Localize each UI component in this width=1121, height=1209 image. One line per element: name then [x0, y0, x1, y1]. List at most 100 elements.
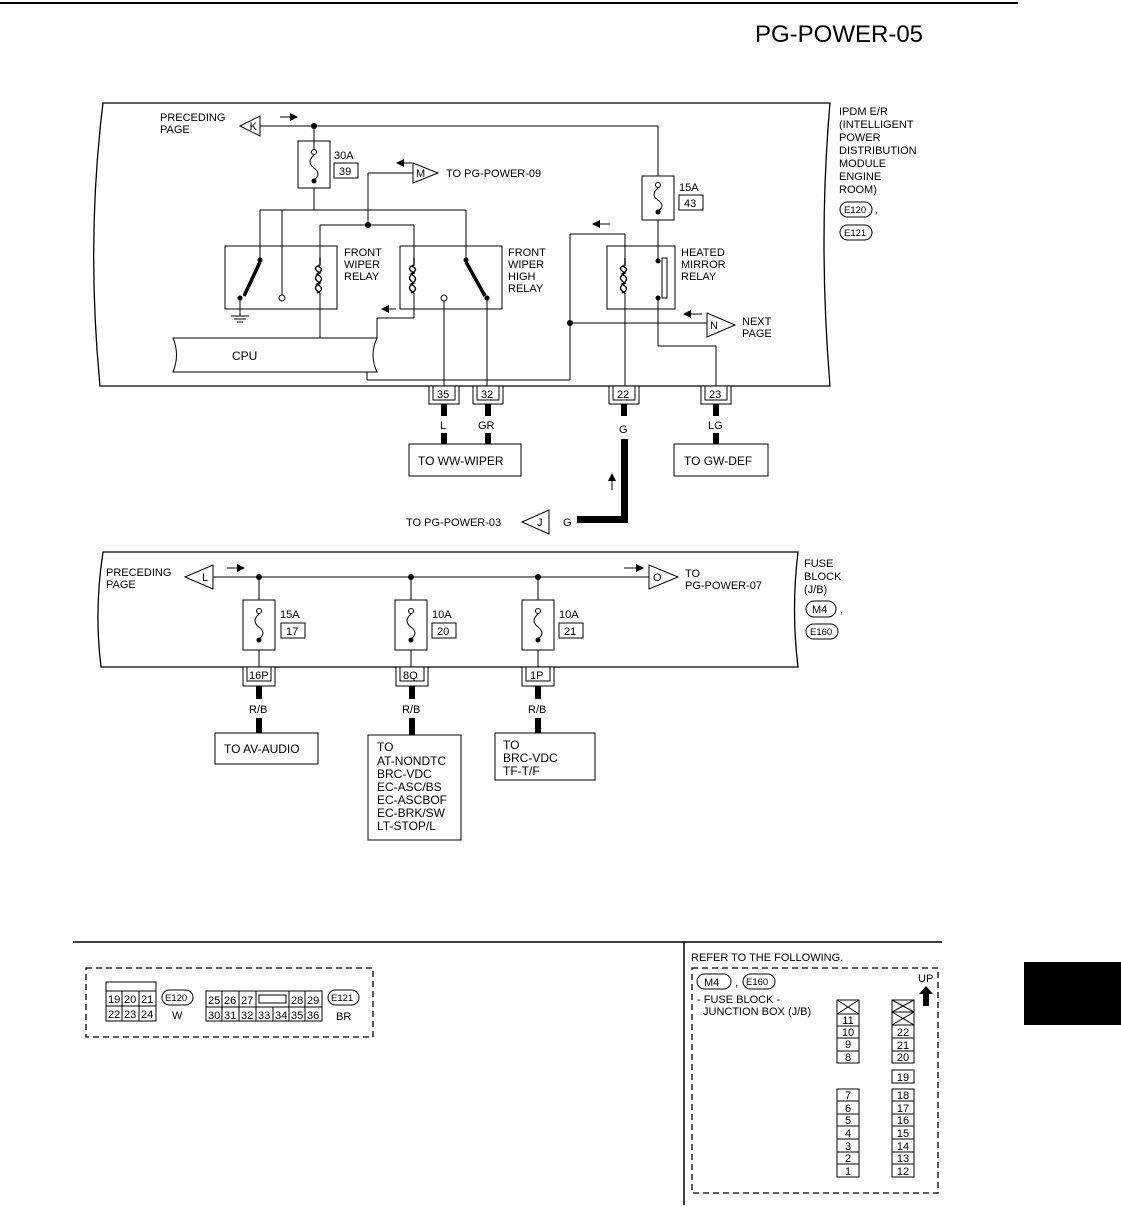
up-label: UP [918, 973, 933, 985]
connector-id: E160 [746, 977, 768, 988]
ipdm-label-line: ENGINE [839, 171, 881, 183]
dest-label: TO [503, 738, 519, 752]
fuse-block-right-column: 22 21 20 19 18 17 16 15 14 13 12 [891, 999, 915, 1178]
connector-e121: 25 26 27 28 29 30 31 32 33 34 35 36 E121… [205, 989, 360, 1023]
preceding-page-label: PAGE [106, 579, 136, 591]
cell-number: 19 [897, 1072, 909, 1084]
cell-number: 6 [845, 1103, 851, 1115]
up-arrow-icon [919, 986, 933, 1006]
connector-id: E120 [844, 205, 866, 216]
section-tab [1024, 962, 1121, 1025]
heated-mirror-relay [606, 245, 676, 310]
terminal-32: 32 GR [472, 385, 504, 444]
ipdm-label-line: MODULE [839, 158, 886, 170]
terminal-pin: 35 [437, 389, 449, 401]
to-pg-power-07: PG-POWER-07 [685, 580, 762, 592]
fuse-number: 43 [684, 198, 696, 210]
relay-label: HEATED [681, 247, 725, 259]
fuse-rating: 15A [280, 609, 300, 621]
relay-label: RELAY [508, 283, 544, 295]
svg-text:,: , [735, 977, 738, 989]
fuse-block-outline [97, 551, 799, 668]
connector-id: E160 [810, 627, 832, 638]
reference-panel: REFER TO THE FOLLOWING. M4 , E160 UP - F… [691, 952, 939, 1194]
fuse-rating: 10A [559, 609, 579, 621]
relay-label: HIGH [508, 271, 536, 283]
pin-number: 24 [141, 1009, 153, 1021]
connector-color: BR [336, 1011, 351, 1023]
cell-number: 10 [842, 1027, 854, 1039]
wire-color: L [440, 420, 446, 432]
dest-8q-list [367, 734, 462, 841]
svg-text:,: , [840, 604, 843, 616]
terminal-pin: 1P [530, 670, 543, 682]
terminal-35: 35 L [428, 385, 460, 444]
fuse-block: FUSE BLOCK (J/B) M4 , E160 PRECEDING PAG… [97, 551, 843, 841]
pin-number: 32 [241, 1010, 253, 1022]
connector-letter: K [250, 121, 258, 133]
cell-number: 14 [897, 1141, 909, 1153]
page-id: PG-POWER-05 [755, 21, 923, 48]
connector-id: M4 [704, 977, 719, 989]
ipdm-label-line: DISTRIBUTION [839, 145, 917, 157]
dest-label: BRC-VDC [377, 767, 432, 781]
cell-number: 17 [897, 1103, 909, 1115]
fuse-number: 20 [437, 626, 449, 638]
cell-number: 2 [845, 1153, 851, 1165]
terminal-8q: 8Q R/B [395, 666, 429, 735]
preceding-page-label: PAGE [160, 124, 190, 136]
dest-gw-def [673, 443, 769, 477]
connector-oval [839, 201, 873, 218]
pin-number: 33 [258, 1010, 270, 1022]
terminal-pin: 23 [709, 389, 721, 401]
cell-number: 21 [897, 1040, 909, 1052]
front-wiper-high-relay [399, 245, 503, 310]
dest-ww-wiper [408, 443, 522, 477]
connector-flag-m [412, 162, 440, 184]
fuse-block-label: (J/B) [804, 584, 827, 596]
cell-number: 12 [897, 1166, 909, 1178]
pin-number: 27 [241, 995, 253, 1007]
connector-oval [839, 224, 873, 241]
dest-label: EC-BRK/SW [377, 806, 446, 820]
front-wiper-relay [224, 245, 338, 310]
terminal-pin: 32 [481, 389, 493, 401]
dest-label: EC-ASCBOF [377, 793, 447, 807]
cell-number: 8 [845, 1052, 851, 1064]
next-page-label: PAGE [742, 328, 772, 340]
relay-label: MIRROR [681, 259, 726, 271]
dest-1p-list [494, 732, 596, 781]
connector-letter: O [653, 572, 662, 584]
pin-number: 31 [224, 1010, 236, 1022]
cell-number: 4 [845, 1128, 851, 1140]
pin-number: 34 [275, 1010, 287, 1022]
dest-label: LT-STOP/L [377, 819, 436, 833]
cell-number: 7 [845, 1090, 851, 1102]
connector-letter: N [710, 320, 718, 332]
wire-color: G [563, 517, 572, 529]
dest-label: TO [377, 740, 393, 754]
relay-label: FRONT [508, 247, 546, 259]
connector-views: 19 20 21 22 23 24 E120 W 25 26 27 28 29 [85, 967, 374, 1038]
terminal-pin: 16P [249, 670, 269, 682]
dest-label: AT-NONDTC [377, 754, 446, 768]
connector-color: W [172, 1010, 183, 1022]
connector-flag-l [183, 564, 214, 590]
dest-label: TO AV-AUDIO [224, 742, 300, 756]
dest-av-audio [214, 732, 319, 765]
dest-label: TO GW-DEF [684, 454, 752, 468]
connector-oval [805, 600, 837, 618]
connector-letter: M [416, 168, 425, 180]
connector-letter: J [537, 517, 543, 529]
terminal-22: 22 G [608, 385, 640, 520]
connector-e120: 19 20 21 22 23 24 E120 W [105, 981, 194, 1022]
next-page-label: NEXT [742, 316, 772, 328]
relay-label: FRONT [344, 247, 382, 259]
fuse-rating: 15A [679, 182, 699, 194]
dest-label: EC-ASC/BS [377, 780, 442, 794]
ipdm-label-line: (INTELLIGENT [839, 119, 914, 131]
ipdm-label-line: IPDM E/R [839, 106, 888, 118]
preceding-page-label: PRECEDING [160, 112, 225, 124]
fuse-rating: 30A [334, 150, 354, 162]
